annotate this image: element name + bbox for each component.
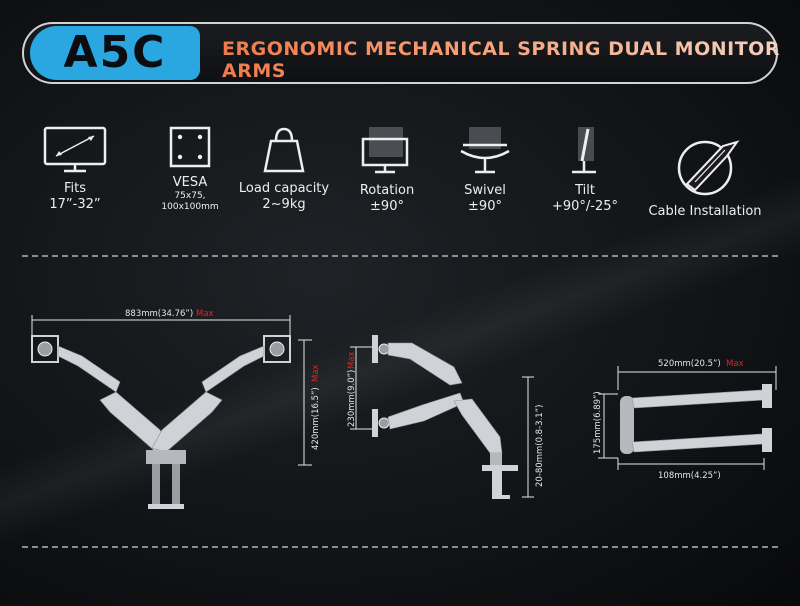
monitor-icon	[43, 126, 107, 173]
feature-swivel-label: Swivel	[464, 183, 506, 198]
feature-vesa: VESA 75x75, 100x100mm	[150, 125, 230, 213]
feature-rotation-value: ±90°	[370, 199, 404, 214]
clamp-range-text: 20-80mm(0.8-3.1”)	[535, 405, 545, 487]
divider-bottom	[22, 546, 778, 548]
tilt-icon	[572, 127, 596, 174]
front-height-text: 420mm(16.5”)	[311, 387, 321, 450]
rotation-icon	[361, 127, 409, 174]
top-depth-text: 175mm(6.89”)	[593, 391, 603, 454]
divider-top	[22, 255, 778, 257]
feature-tilt-value: +90°/-25°	[551, 199, 619, 214]
front-width-max: Max	[196, 309, 214, 319]
feature-load: Load capacity 2~9kg	[236, 125, 332, 213]
front-width-text: 883mm(34.76”)	[125, 309, 193, 319]
feature-load-label: Load capacity	[238, 181, 330, 196]
feature-vesa-label: VESA	[172, 175, 208, 190]
side-view-diagram: 230mm(9.0”) Max 20-80mm(0.8-3.1”)	[347, 335, 545, 499]
front-view-diagram: 883mm(34.76”) Max 420mm(16.5”) Max	[31, 309, 321, 509]
feature-tilt: Tilt +90°/-25°	[546, 125, 624, 215]
feature-rotation: Rotation ±90°	[352, 125, 422, 215]
feature-swivel: Swivel ±90°	[450, 125, 520, 215]
feature-cable-label: Cable Installation	[648, 204, 762, 219]
feature-fits: Fits 17”-32”	[40, 125, 110, 213]
vesa-plate-icon	[169, 126, 211, 168]
feature-vesa-value-2: 100x100mm	[161, 202, 219, 212]
feature-tilt-label: Tilt	[575, 183, 595, 198]
top-width-max: Max	[726, 359, 744, 369]
feature-fits-label: Fits	[63, 181, 86, 196]
product-title: ERGONOMIC MECHANICAL SPRING DUAL MONITOR…	[222, 38, 800, 82]
feature-fits-value: 17”-32”	[49, 197, 101, 212]
feature-load-value: 2~9kg	[262, 197, 306, 212]
side-height-max: Max	[347, 351, 357, 369]
feature-swivel-value: ±90°	[468, 199, 502, 214]
front-height-max: Max	[311, 364, 321, 382]
model-badge: A5C	[30, 26, 200, 80]
feature-rotation-label: Rotation	[359, 183, 415, 198]
swivel-icon	[460, 127, 510, 174]
side-height-text: 230mm(9.0”)	[347, 370, 357, 427]
top-view-diagram: 520mm(20.5”) Max 175mm(6.89”) 108mm(4.25…	[593, 359, 777, 481]
weight-icon	[263, 127, 305, 173]
top-width-text: 520mm(20.5”)	[658, 359, 721, 369]
top-base-text: 108mm(4.25”)	[658, 471, 721, 481]
feature-vesa-value-1: 75x75,	[174, 191, 206, 201]
cable-management-icon	[677, 140, 740, 196]
feature-cable: Cable Installation	[640, 138, 770, 220]
